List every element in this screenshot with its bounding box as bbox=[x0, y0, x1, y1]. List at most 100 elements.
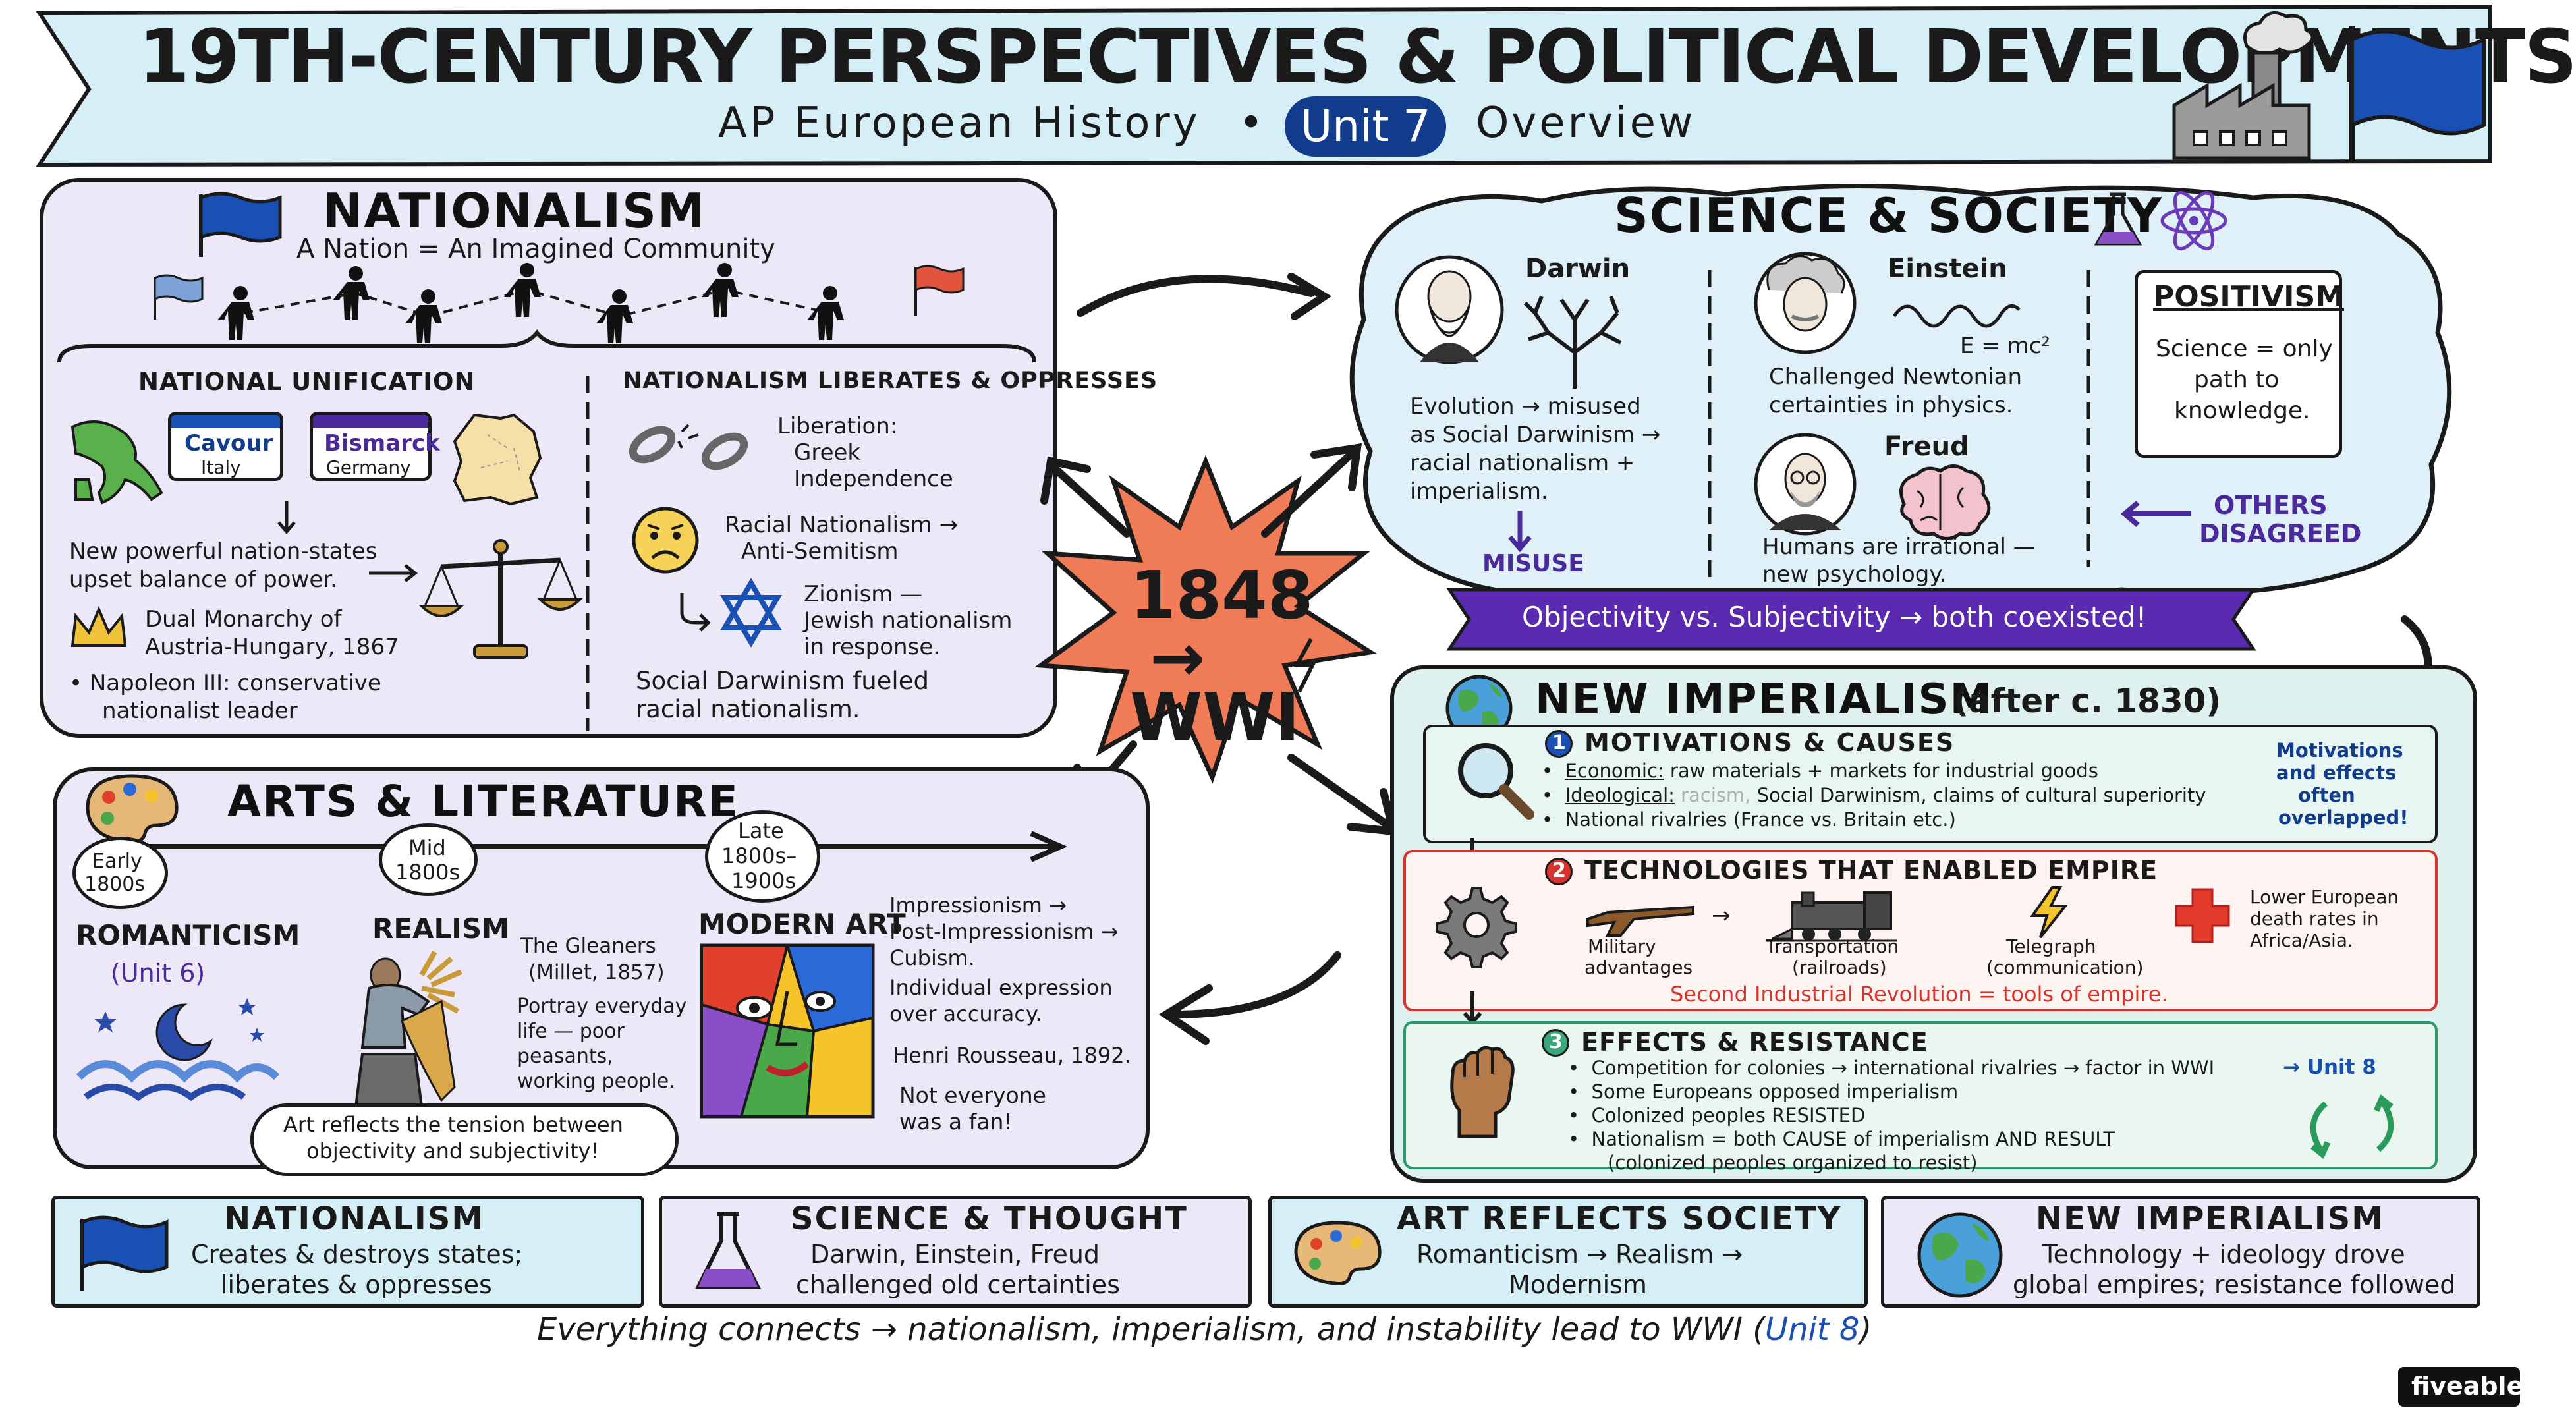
liberation-3: Independence bbox=[794, 466, 953, 492]
flag-icon bbox=[154, 274, 204, 320]
summary-nationalism-line2: liberates & oppresses bbox=[221, 1270, 492, 1299]
science-title: SCIENCE & SOCIETY bbox=[1614, 188, 2163, 243]
summary-science-line1: Darwin, Einstein, Freud bbox=[810, 1240, 1100, 1269]
gleaners-title: The Gleaners bbox=[520, 934, 656, 958]
dual-monarchy-1: Dual Monarchy of bbox=[145, 606, 342, 632]
effects-unit-link[interactable]: → Unit 8 bbox=[2283, 1055, 2376, 1079]
person-icon bbox=[596, 289, 633, 343]
gear-icon bbox=[1436, 887, 1517, 968]
military-1: Military bbox=[1588, 935, 1656, 957]
summary-nationalism-line1: Creates & destroys states; bbox=[191, 1240, 523, 1269]
tech-arrow: → bbox=[1712, 903, 1731, 929]
tension-text-2: objectivity and subjectivity! bbox=[306, 1138, 600, 1163]
effects-card bbox=[1403, 1021, 2438, 1169]
early-1: Early bbox=[92, 850, 142, 873]
medical-1: Lower European bbox=[2250, 886, 2399, 908]
positivism-title: POSITIVISM bbox=[2153, 280, 2344, 314]
objectivity-banner bbox=[1446, 588, 2256, 651]
step-3-number: 3 bbox=[1549, 1030, 1563, 1053]
brain-icon bbox=[1899, 464, 1991, 540]
nationalism-tagline: A Nation = An Imagined Community bbox=[296, 234, 775, 264]
positivism-text-1: Science = only bbox=[2156, 335, 2333, 362]
motivation-bullet-3: • National rivalries (France vs. Britain… bbox=[1542, 808, 1956, 831]
italy-map-icon bbox=[70, 420, 163, 505]
timeline-mid bbox=[379, 823, 478, 896]
tension-text-1: Art reflects the tension between bbox=[283, 1112, 623, 1137]
page-title: 19TH-CENTURY PERSPECTIVES & POLITICAL DE… bbox=[138, 14, 2576, 100]
imagined-community-diagram bbox=[154, 263, 965, 343]
telegraph-1: Telegraph bbox=[2006, 935, 2096, 957]
einstein-portrait-icon bbox=[1754, 252, 1857, 354]
misuse-label: MISUSE bbox=[1482, 550, 1584, 577]
racial-2: Anti-Semitism bbox=[741, 538, 899, 565]
positivism-text-3: knowledge. bbox=[2174, 397, 2310, 424]
footer-unit-link[interactable]: Unit 8 bbox=[1764, 1311, 1860, 1348]
center-year: 1848 bbox=[1130, 557, 1314, 634]
darwin-text-4: imperialism. bbox=[1410, 478, 1548, 505]
modern-text-1: Impressionism → bbox=[889, 893, 1067, 918]
technologies-footer: Second Industrial Revolution = tools of … bbox=[1670, 982, 2168, 1007]
effects-bullet-1: • Competition for colonies → internation… bbox=[1568, 1057, 2215, 1079]
rifle-icon bbox=[1586, 905, 1694, 937]
summary-imperialism-title: NEW IMPERIALISM bbox=[2036, 1200, 2384, 1237]
red-cross-icon bbox=[2175, 888, 2230, 943]
summary-science-line2: challenged old certainties bbox=[796, 1270, 1120, 1299]
timeline-early bbox=[72, 837, 168, 909]
worried-face-icon bbox=[632, 507, 699, 574]
palette-icon bbox=[86, 774, 179, 843]
freud-text-1: Humans are irrational — bbox=[1762, 534, 2036, 560]
step-3-badge bbox=[1542, 1029, 1569, 1057]
others-1: OTHERS bbox=[2214, 491, 2328, 520]
unification-heading: NATIONAL UNIFICATION bbox=[138, 368, 476, 396]
motivation-bullet-2: • Ideological: racism, Social Darwinism,… bbox=[1542, 784, 2206, 806]
imperialism-title-note: (after c. 1830) bbox=[1953, 682, 2222, 720]
cubist-face-icon bbox=[700, 943, 875, 1119]
scales-icon bbox=[418, 539, 583, 659]
realism-desc-3: peasants, bbox=[517, 1045, 613, 1068]
flag-icon bbox=[2349, 26, 2486, 161]
darwin-name: Darwin bbox=[1525, 254, 1631, 284]
person-icon bbox=[807, 286, 844, 340]
subtitle-course: AP European History bbox=[718, 99, 1200, 148]
unit-badge: Unit 7 bbox=[1285, 96, 1447, 157]
step-1-number: 1 bbox=[1552, 731, 1566, 754]
header-banner-shape bbox=[36, 4, 2492, 167]
tree-icon bbox=[1523, 295, 1622, 389]
broken-chain-icon bbox=[629, 424, 748, 470]
subtitle-overview: Overview bbox=[1476, 99, 1696, 148]
nationalism-title: NATIONALISM bbox=[323, 183, 706, 238]
freud-text-2: new psychology. bbox=[1762, 561, 1947, 588]
darwin-portrait-icon bbox=[1395, 255, 1504, 364]
transport-2: (railroads) bbox=[1792, 957, 1887, 978]
summary-art-title: ART REFLECTS SOCIETY bbox=[1397, 1200, 1842, 1237]
summary-card-science bbox=[659, 1196, 1252, 1308]
effects-bullet-4: • Nationalism = both CAUSE of imperialis… bbox=[1568, 1128, 2115, 1150]
balance-text-2: upset balance of power. bbox=[69, 567, 337, 593]
person-icon bbox=[405, 289, 442, 343]
overlap-note-2: and effects bbox=[2276, 762, 2397, 784]
summary-art-line2: Modernism bbox=[1509, 1270, 1647, 1299]
globe-icon bbox=[1445, 675, 1513, 742]
darwin-text-2: as Social Darwinism → bbox=[1410, 422, 1661, 448]
down-arrow-icon bbox=[1508, 511, 1532, 553]
star-of-david-icon bbox=[720, 578, 782, 648]
medical-3: Africa/Asia. bbox=[2250, 930, 2353, 951]
motivations-card bbox=[1423, 725, 2438, 843]
zionism-1: Zionism — bbox=[804, 581, 923, 607]
bismarck-country: Germany bbox=[326, 457, 411, 478]
einstein-text-2: certainties in physics. bbox=[1769, 392, 2013, 418]
transport-1: Transportation bbox=[1766, 935, 1899, 957]
positivism-box bbox=[2135, 270, 2342, 458]
modern-text-4: Individual expression bbox=[889, 975, 1113, 1000]
wave-icon bbox=[1892, 304, 2021, 328]
liberation-1: Liberation: bbox=[777, 413, 898, 439]
fan-text-2: was a fan! bbox=[899, 1109, 1013, 1134]
germany-map-icon bbox=[453, 413, 542, 506]
timeline bbox=[112, 831, 1067, 862]
palette-icon bbox=[1294, 1221, 1382, 1285]
center-arrow: → bbox=[1150, 619, 1205, 696]
center-burst bbox=[1034, 455, 1377, 784]
column-divider bbox=[2086, 270, 2090, 567]
subtitle-bullet: • bbox=[1239, 99, 1264, 148]
step-1-badge bbox=[1545, 730, 1573, 758]
